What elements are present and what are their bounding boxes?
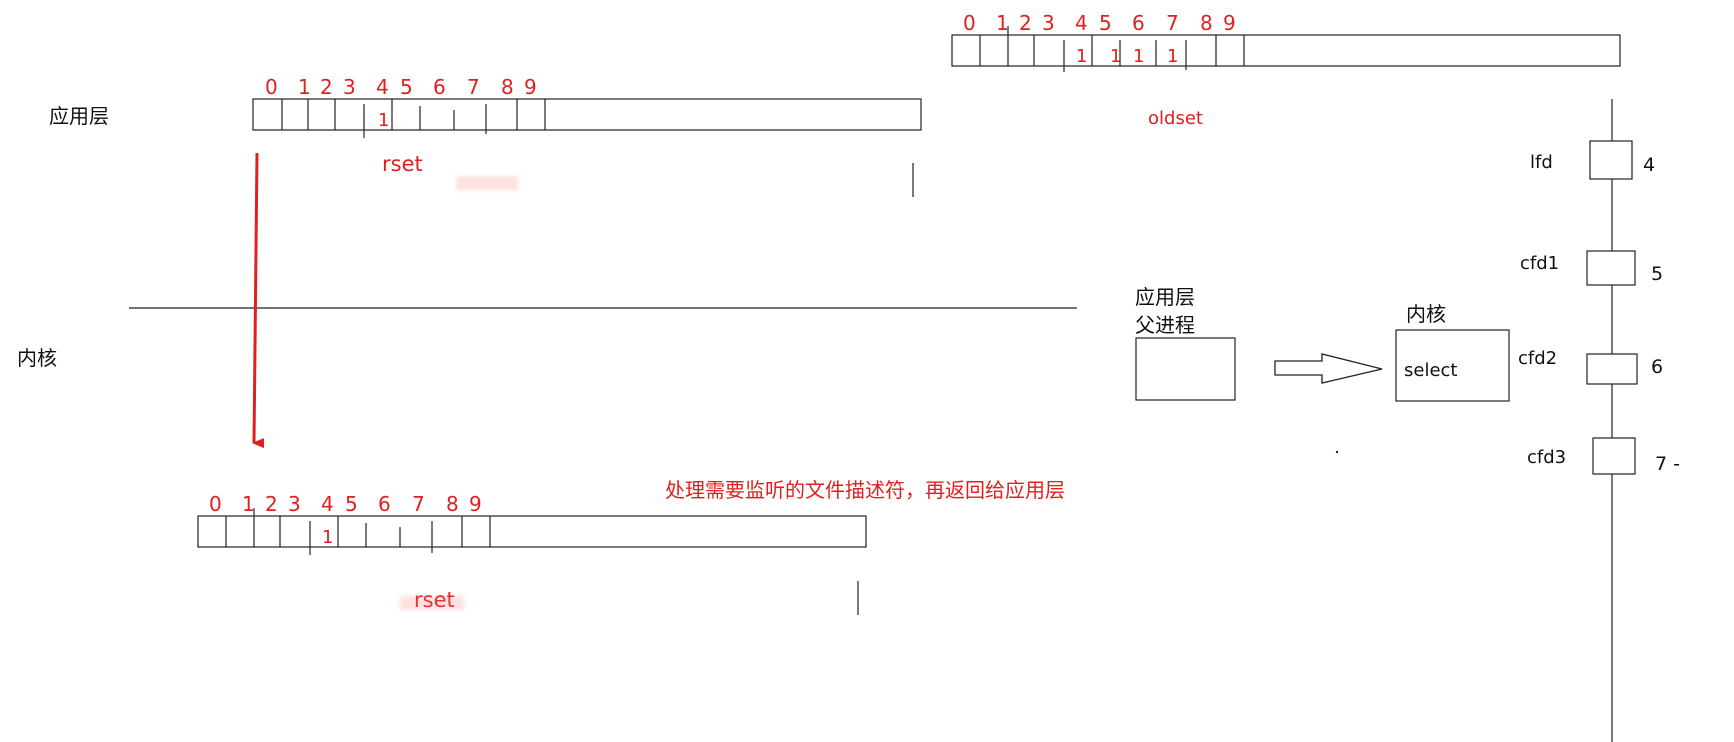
rset-bottom-index: 8 [446, 492, 459, 516]
to-select-arrow [1274, 353, 1383, 384]
oldset-bit-one: 1 [1133, 46, 1145, 67]
rset-bottom-index: 4 [321, 492, 334, 516]
fd-box-lfd [1589, 140, 1633, 180]
blur-patch [456, 176, 518, 190]
fd-name-cfd1: cfd1 [1520, 253, 1560, 274]
oldset-index: 8 [1200, 11, 1213, 35]
rset-top-index: 8 [501, 75, 514, 99]
rset-bottom-index: 9 [469, 492, 482, 516]
oldset-index: 4 [1075, 11, 1088, 35]
fd-num-lfd: 4 [1643, 154, 1656, 176]
oldset-index: 3 [1042, 11, 1055, 35]
rset-bottom-index: 2 [265, 492, 278, 516]
rset-top-bit-one: 1 [378, 110, 390, 131]
rset-top-index: 2 [320, 75, 333, 99]
kernel-label-right: 内核 [1406, 302, 1446, 326]
rset-bottom-label: rset [414, 588, 455, 612]
oldset-bit-one: 1 [1110, 46, 1122, 67]
oldset-index: 7 [1166, 11, 1179, 35]
oldset-index: 0 [963, 11, 976, 35]
rset-bottom-box [197, 515, 867, 548]
rset-bottom-dividers [225, 508, 491, 555]
rset-top-box [252, 98, 922, 131]
oldset-index: 5 [1099, 11, 1112, 35]
rset-top-index: 7 [467, 75, 480, 99]
oldset-index: 2 [1019, 11, 1032, 35]
rset-top-index: 1 [298, 75, 311, 99]
fd-box-cfd2 [1586, 353, 1638, 385]
rset-top-label: rset [382, 152, 423, 176]
annotation-text: 处理需要监听的文件描述符，再返回给应用层 [665, 478, 1065, 502]
oldset-bit-one: 1 [1076, 46, 1088, 67]
fd-box-cfd1 [1586, 250, 1636, 286]
rset-bottom-index: 7 [412, 492, 425, 516]
rset-bottom-index: 5 [345, 492, 358, 516]
rset-bottom-bitset [197, 508, 867, 615]
fd-name-cfd3: cfd3 [1527, 447, 1567, 468]
parent-label-line2: 父进程 [1135, 313, 1195, 337]
oldset-bit-one: 1 [1167, 46, 1179, 67]
rset-top-index: 6 [433, 75, 446, 99]
copy-down-arrow [252, 152, 265, 449]
fd-num-cfd2: 6 [1651, 356, 1664, 378]
rset-bottom-index: 1 [242, 492, 255, 516]
app-layer-label: 应用层 [49, 104, 109, 128]
rset-top-indices: 0 [265, 75, 278, 99]
oldset-index: 9 [1223, 11, 1236, 35]
fd-num-cfd3: 7 - [1655, 453, 1680, 475]
oldset-index: 6 [1132, 11, 1145, 35]
fd-num-cfd1: 5 [1651, 263, 1664, 285]
oldset-dividers [979, 26, 1245, 72]
oldset-label: oldset [1148, 108, 1203, 129]
blur-patch [400, 596, 464, 610]
oldset-index: 1 [996, 11, 1009, 35]
parent-label-line1: 应用层 [1135, 285, 1195, 309]
stray-dot [1335, 450, 1339, 454]
rset-top-index: 5 [400, 75, 413, 99]
parent-process-box [1135, 337, 1236, 401]
rset-bottom-index: 6 [378, 492, 391, 516]
fd-box-cfd3 [1592, 437, 1636, 475]
kernel-layer-label: 内核 [17, 346, 57, 370]
rset-top-index: 4 [376, 75, 389, 99]
oldset-box [951, 34, 1621, 67]
select-label: select [1404, 360, 1458, 381]
rset-bottom-index: 0 [209, 492, 222, 516]
rset-bottom-bit-one: 1 [322, 527, 334, 548]
rset-top-dividers [281, 99, 546, 138]
fd-name-lfd: lfd [1530, 152, 1553, 173]
rset-top-index: 9 [524, 75, 537, 99]
rset-bottom-index: 3 [288, 492, 301, 516]
oldset-bitset [951, 26, 1621, 72]
rset-top-index: 3 [343, 75, 356, 99]
select-box [1395, 329, 1510, 402]
fd-name-cfd2: cfd2 [1518, 348, 1558, 369]
rset-top-bitset [252, 98, 922, 197]
